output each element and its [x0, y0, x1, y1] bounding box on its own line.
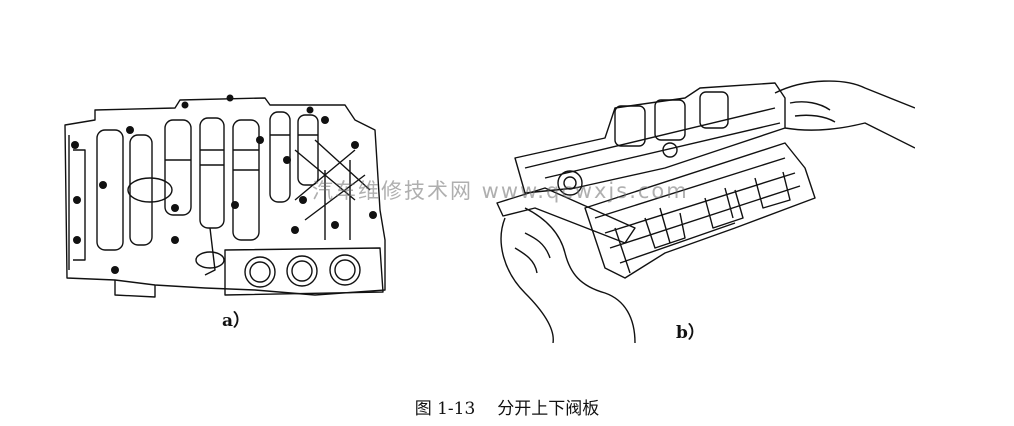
figure-caption: 图 1-13 分开上下阀板 [0, 394, 1014, 419]
valve-body-illustration-a [64, 94, 386, 298]
valve-body-illustration-b [496, 80, 915, 343]
watermark: 汽车维修技术网 www.qcwxjs.com [312, 179, 689, 203]
caption-title: 分开上下阀板 [497, 399, 600, 419]
caption-number: 图 1-13 [414, 399, 476, 419]
panel-label-b: b） [676, 323, 705, 343]
panel-label-a: a） [222, 311, 251, 331]
